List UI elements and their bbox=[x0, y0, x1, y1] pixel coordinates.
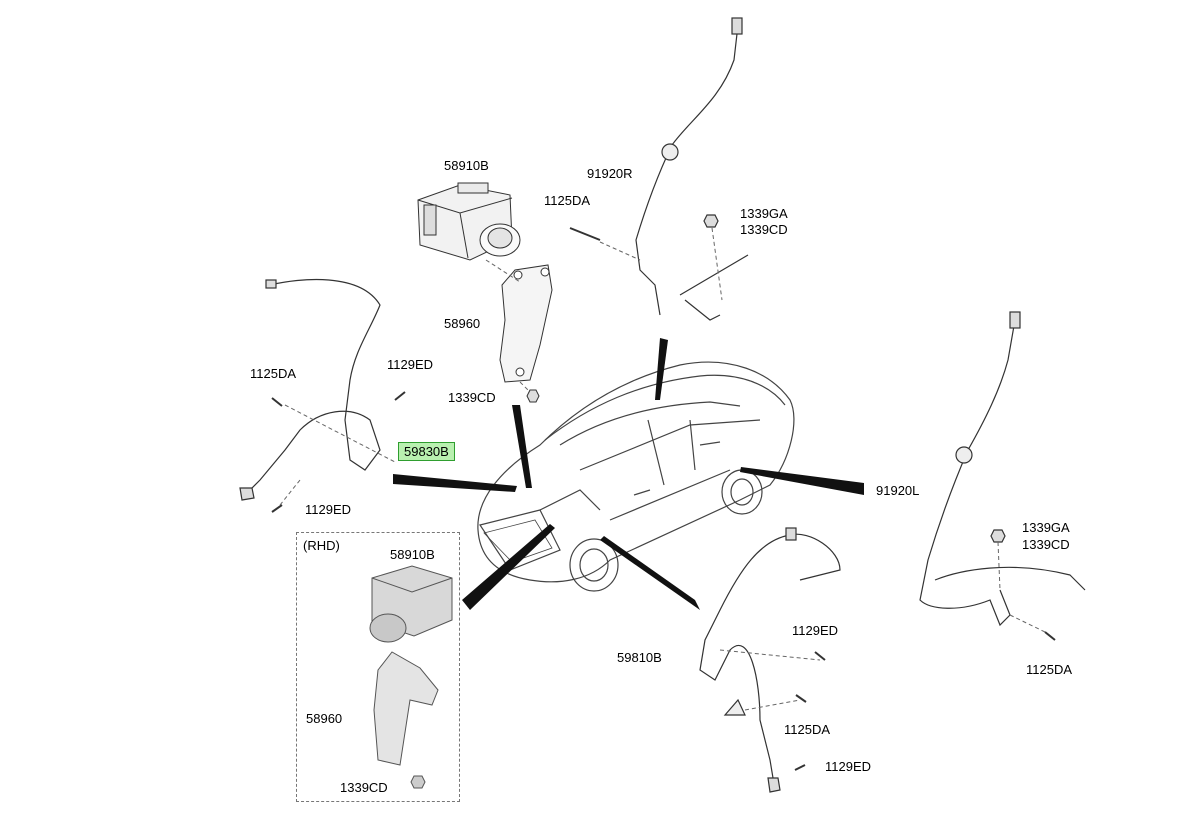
part-label-bolt-top-right[interactable]: 1125DA bbox=[544, 193, 591, 208]
leader-wedges bbox=[393, 338, 864, 610]
part-label-nut-rear-right-2[interactable]: 1339CD bbox=[740, 222, 788, 237]
part-label-bolt-front-left-b[interactable]: 1129ED bbox=[387, 357, 434, 372]
dash-line-rear-left bbox=[997, 541, 1046, 633]
part-label-sensor-rear-right[interactable]: 91920R bbox=[587, 166, 633, 181]
part-label-bracket-top[interactable]: 58960 bbox=[444, 316, 481, 331]
bracket-top bbox=[499, 264, 553, 403]
part-label-bolt-front-left-c[interactable]: 1129ED bbox=[305, 502, 352, 517]
part-label-sensor-front-left[interactable]: 59830B bbox=[398, 442, 455, 461]
sensor-cable-front-right bbox=[699, 527, 841, 793]
part-label-nut-rhd[interactable]: 1339CD bbox=[340, 780, 388, 795]
part-label-nut-rear-left-2[interactable]: 1339CD bbox=[1022, 537, 1070, 552]
dash-line-rear-right bbox=[599, 227, 723, 301]
part-label-bracket-rhd[interactable]: 58960 bbox=[306, 711, 343, 726]
sensor-cable-front-left bbox=[239, 278, 406, 513]
part-label-bolt-front-right-c[interactable]: 1129ED bbox=[825, 759, 872, 774]
dash-line-front-left bbox=[279, 404, 396, 506]
part-label-nut-rear-left-1[interactable]: 1339GA bbox=[1022, 520, 1070, 535]
dash-line-top bbox=[485, 259, 531, 393]
part-label-bolt-front-right-a[interactable]: 1129ED bbox=[792, 623, 839, 638]
sensor-cable-rear-right bbox=[569, 17, 749, 321]
part-label-bolt-front-left-a[interactable]: 1125DA bbox=[250, 366, 297, 381]
part-label-abs-module-rhd[interactable]: 58910B bbox=[390, 547, 435, 562]
part-label-sensor-front-right[interactable]: 59810B bbox=[617, 650, 662, 665]
abs-module-top bbox=[417, 182, 521, 261]
part-label-sensor-rear-left[interactable]: 91920L bbox=[876, 483, 920, 498]
part-label-nut-top[interactable]: 1339CD bbox=[448, 390, 496, 405]
bracket-rhd bbox=[373, 651, 439, 789]
rhd-label: (RHD) bbox=[303, 538, 340, 553]
part-label-nut-rear-right-1[interactable]: 1339GA bbox=[740, 206, 788, 221]
rhd-variant-box bbox=[296, 532, 460, 802]
abs-module-rhd bbox=[369, 565, 453, 643]
dash-line-front-right bbox=[719, 649, 821, 711]
part-label-abs-module-top[interactable]: 58910B bbox=[444, 158, 489, 173]
sensor-cable-rear-left bbox=[919, 311, 1086, 641]
part-label-bolt-front-right-b[interactable]: 1125DA bbox=[784, 722, 831, 737]
part-label-bolt-rear-left[interactable]: 1125DA bbox=[1026, 662, 1073, 677]
